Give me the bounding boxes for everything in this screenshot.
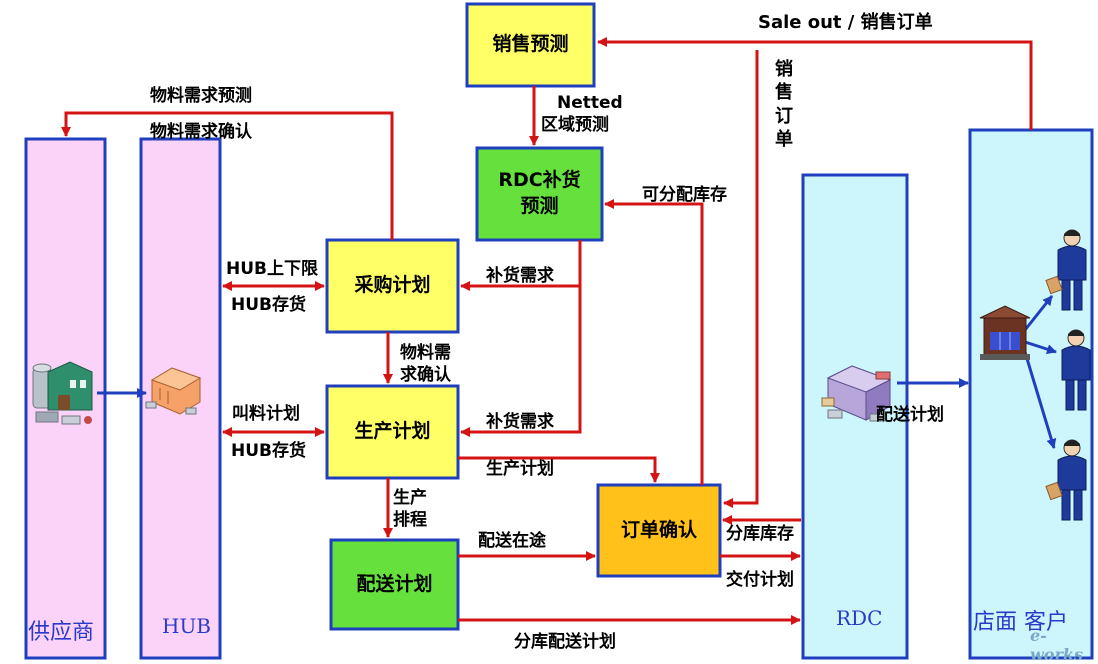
delivery-plan-box bbox=[329, 538, 460, 631]
sale-out-label: Sale out / 销售订单 bbox=[758, 12, 933, 33]
sales-order-char-2: 售 bbox=[775, 82, 793, 104]
material-demand-confirm-line2: 求确认 bbox=[400, 365, 451, 386]
customer-icon bbox=[1045, 229, 1087, 311]
store-customer-label: 店面 客户 bbox=[973, 610, 1068, 635]
hub-stock-label-2: HUB存货 bbox=[231, 441, 306, 461]
arrow-material-forecast bbox=[61, 111, 394, 240]
arrow-store-customer-3 bbox=[1023, 351, 1057, 449]
branch-delivery-plan-label: 分库配送计划 bbox=[514, 632, 616, 652]
customer-icon bbox=[1061, 329, 1091, 411]
procurement-plan-text: 采购计划 bbox=[354, 274, 431, 297]
sales-forecast-text: 销售预测 bbox=[492, 33, 569, 56]
available-stock-label: 可分配库存 bbox=[642, 185, 727, 205]
rdc-column bbox=[801, 173, 909, 660]
distribution-plan-label: 配送计划 bbox=[876, 405, 944, 425]
arrow-replenish-2 bbox=[460, 286, 582, 437]
rdc-label: RDC bbox=[836, 606, 883, 630]
production-plan-flow-label: 生产计划 bbox=[486, 459, 554, 479]
delivery-plan-flow-label: 交付计划 bbox=[726, 570, 794, 590]
store-icon bbox=[979, 305, 1031, 360]
sales-order-char-1: 销 bbox=[775, 59, 793, 80]
sales-order-vertical-label: 销 售 订 单 bbox=[774, 58, 794, 152]
rdc-replenish-box bbox=[475, 146, 604, 242]
production-schedule-label: 生产 排程 bbox=[393, 487, 427, 531]
material-demand-confirm-line1: 物料需 bbox=[400, 343, 451, 363]
netted-label: Netted bbox=[557, 93, 623, 113]
customer-icon bbox=[1045, 439, 1087, 521]
sales-order-char-4: 单 bbox=[775, 129, 793, 151]
hub-label: HUB bbox=[162, 614, 211, 638]
arrow-store-customer-1 bbox=[1023, 295, 1054, 331]
production-schedule-line2: 排程 bbox=[393, 510, 427, 531]
rdc-replenish-line2: 预测 bbox=[520, 195, 559, 217]
production-plan-box bbox=[325, 384, 460, 480]
material-forecast-label: 物料需求预测 bbox=[150, 86, 252, 106]
arrow-production-plan bbox=[458, 456, 660, 483]
arrow-available-stock bbox=[604, 199, 704, 485]
distribution-center-icon bbox=[821, 365, 892, 422]
material-demand-confirm-label: 物料需 求确认 bbox=[400, 342, 451, 386]
regional-forecast-label: 区域预测 bbox=[541, 115, 609, 135]
sales-forecast-box bbox=[465, 2, 596, 88]
arrow-sale-out bbox=[597, 37, 1033, 130]
rdc-replenish-text: RDC补货 预测 bbox=[477, 148, 602, 240]
call-material-plan-label: 叫料计划 bbox=[232, 404, 300, 424]
delivery-plan-text: 配送计划 bbox=[356, 572, 433, 595]
sales-order-char-3: 订 bbox=[775, 105, 793, 127]
replenish-demand-label-1: 补货需求 bbox=[486, 266, 554, 286]
production-plan-text: 生产计划 bbox=[354, 420, 431, 443]
supplier-label: 供应商 bbox=[28, 620, 95, 645]
replenish-demand-label-2: 补货需求 bbox=[486, 412, 554, 432]
rdc-replenish-line1: RDC补货 bbox=[498, 169, 581, 192]
order-confirm-text: 订单确认 bbox=[620, 518, 697, 541]
warehouse-icon bbox=[145, 367, 202, 415]
in-transit-label: 配送在途 bbox=[478, 531, 546, 551]
material-confirm-label: 物料需求确认 bbox=[150, 122, 252, 142]
branch-stock-label: 分库库存 bbox=[726, 524, 794, 544]
hub-stock-label-1: HUB存货 bbox=[231, 295, 306, 315]
procurement-plan-box bbox=[325, 238, 460, 334]
production-schedule-line1: 生产 bbox=[393, 488, 427, 508]
factory-icon bbox=[32, 361, 93, 425]
arrow-store-customer-2 bbox=[1024, 340, 1057, 354]
hub-limits-label: HUB上下限 bbox=[226, 259, 318, 279]
e-works-watermark: e-works bbox=[1030, 626, 1083, 664]
arrow-sales-order bbox=[723, 50, 759, 508]
order-confirm-box bbox=[596, 483, 722, 578]
